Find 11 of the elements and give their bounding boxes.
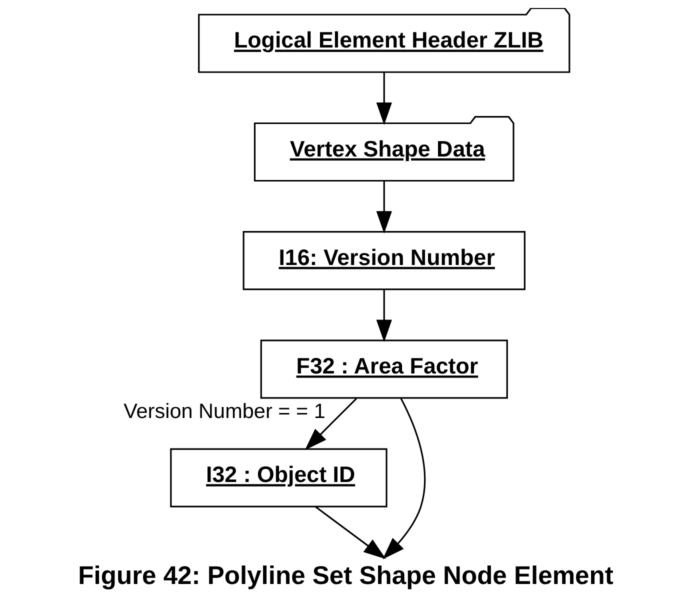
caption: Figure 42: Polyline Set Shape Node Element <box>78 562 614 590</box>
node-box: I16: Version Number <box>242 231 526 290</box>
edge-label: Version Number = = 1 <box>124 400 326 423</box>
arrow <box>376 72 392 125</box>
arrow <box>304 398 357 450</box>
arrow <box>315 506 386 560</box>
node-box: I32 : Object ID <box>170 448 388 508</box>
arrow <box>376 290 392 342</box>
arrow <box>376 181 392 234</box>
arrow <box>382 398 426 560</box>
node-box: F32 : Area Factor <box>260 340 508 399</box>
